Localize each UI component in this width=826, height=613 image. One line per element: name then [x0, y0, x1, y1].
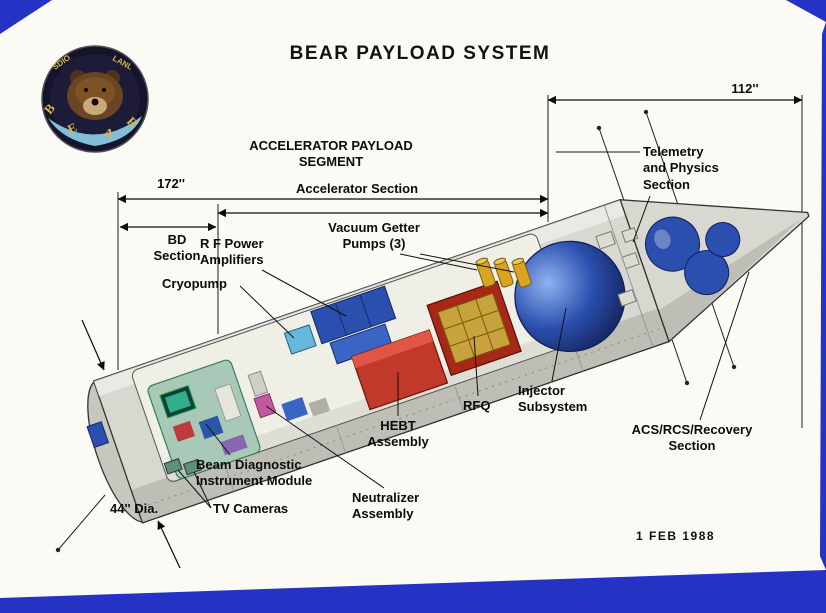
aft-probe-line: [57, 494, 106, 551]
fuselage-shade: [131, 308, 670, 523]
rfq-block: [426, 280, 522, 377]
dimension-172-label: 172'': [157, 176, 185, 191]
dimension-arrow-diameter-top: [81, 319, 105, 371]
leader-neutralizer: [265, 405, 385, 489]
patch-horizon: [48, 116, 142, 146]
border-right: [820, 22, 826, 570]
label-beam-diagnostic-module: Beam Diagnostic Instrument Module: [196, 457, 313, 489]
beam-diagnostic-module: [147, 359, 261, 479]
section-joint: [603, 205, 654, 348]
date-stamp: 1 FEB 1988: [636, 529, 716, 543]
label-rfq: RFQ: [463, 398, 491, 413]
leader-tv-camera-1: [177, 469, 212, 509]
label-neutralizer-assembly: Neutralizer Assembly: [352, 490, 420, 522]
hebt-block: [350, 329, 449, 411]
label-injector-subsystem: Injector Subsystem: [518, 383, 588, 415]
leader-rfq: [473, 335, 479, 397]
label-accelerator-section: Accelerator Section: [295, 181, 419, 196]
leader-vacuum-pump-1: [399, 253, 478, 271]
corner-top-right: [786, 0, 826, 22]
border-bottom: [0, 570, 826, 613]
leader-acs: [699, 271, 750, 421]
tv-camera: [163, 458, 202, 476]
label-accelerator-payload-segment: ACCELERATOR PAYLOAD SEGMENT: [249, 138, 413, 170]
bear-face: [67, 70, 123, 120]
leader-lines: [177, 195, 750, 509]
telemetry-boxes: [595, 227, 640, 307]
equipment-box: [308, 397, 331, 417]
equipment-box: [281, 397, 309, 422]
nose-cone-shade: [658, 218, 802, 342]
telemetry-sphere: [645, 216, 701, 272]
label-vacuum-getter-pumps: Vacuum Getter Pumps (3): [328, 220, 420, 252]
telemetry-sphere: [684, 250, 730, 296]
dimension-lines: [81, 95, 803, 569]
bear-mission-patch: SDIO LANL B E A R: [41, 45, 149, 153]
label-acs-rcs-recovery: ACS/RCS/Recovery Section: [631, 422, 753, 454]
neutralizer: [247, 370, 277, 419]
leader-telemetry: [632, 195, 651, 243]
cryopump-box: [283, 324, 317, 355]
telemetry-internals: [645, 216, 741, 296]
leader-tv-camera-2: [193, 471, 212, 509]
corner-top-left: [0, 0, 52, 34]
leader-rf-amplifiers: [261, 269, 347, 317]
leader-vacuum-pump-2: [419, 253, 515, 273]
telemetry-sphere: [705, 222, 741, 258]
label-bd-section: BD Section: [153, 232, 201, 264]
label-hebt-assembly: HEBT Assembly: [367, 418, 429, 450]
vacuum-getter-pumps: [475, 257, 532, 288]
label-rf-power-amplifiers: R F Power Amplifiers: [200, 236, 264, 268]
dimension-arrow-diameter-bottom: [157, 520, 181, 569]
page-title: BEAR PAYLOAD SYSTEM: [289, 43, 551, 64]
extension-lines: [117, 95, 803, 428]
dimension-44-label: 44'' Dia.: [110, 501, 159, 516]
injector-dome: [514, 240, 626, 353]
leader-bdim: [205, 423, 231, 456]
leader-cryopump: [239, 285, 295, 339]
label-cryopump: Cryopump: [162, 276, 227, 291]
dimension-112-label: 112'': [731, 81, 759, 96]
leader-injector: [551, 307, 567, 382]
payload-vehicle: [86, 198, 810, 524]
label-telemetry-section: Telemetry and Physics Section: [643, 144, 719, 192]
aft-equipment-box: [86, 421, 110, 449]
label-tv-cameras: TV Cameras: [213, 501, 289, 516]
